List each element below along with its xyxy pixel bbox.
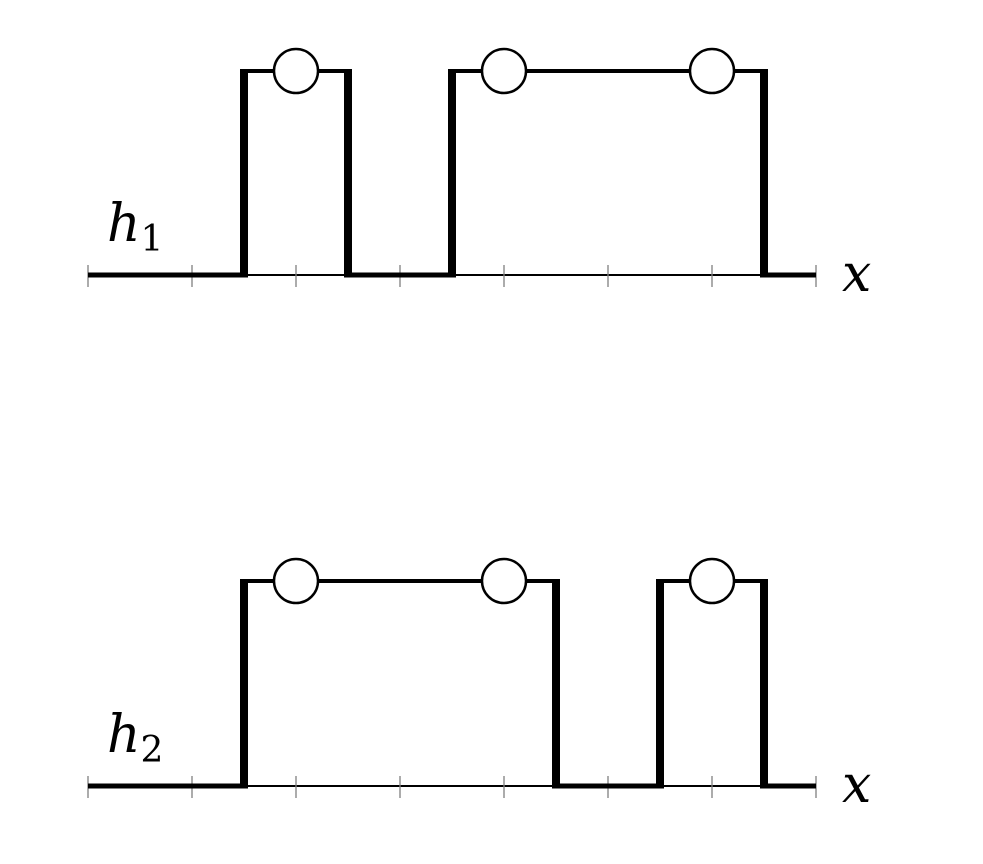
sample-circle [272, 557, 320, 605]
x-axis-label: x [842, 244, 871, 304]
sample-circle [688, 47, 736, 95]
sample-circle [272, 47, 320, 95]
sample-circle [480, 557, 528, 605]
sample-circle [480, 47, 528, 95]
x-axis-label: x [842, 755, 871, 815]
signal-panel-1: h1 x [87, 47, 871, 304]
signal-subscript: 2 [141, 730, 164, 771]
signal-panel-2: h2 x [87, 557, 871, 815]
signal-label: h1 [107, 194, 163, 260]
signal-label: h2 [107, 705, 163, 771]
sample-circle [688, 557, 736, 605]
signal-subscript: 1 [141, 219, 164, 260]
